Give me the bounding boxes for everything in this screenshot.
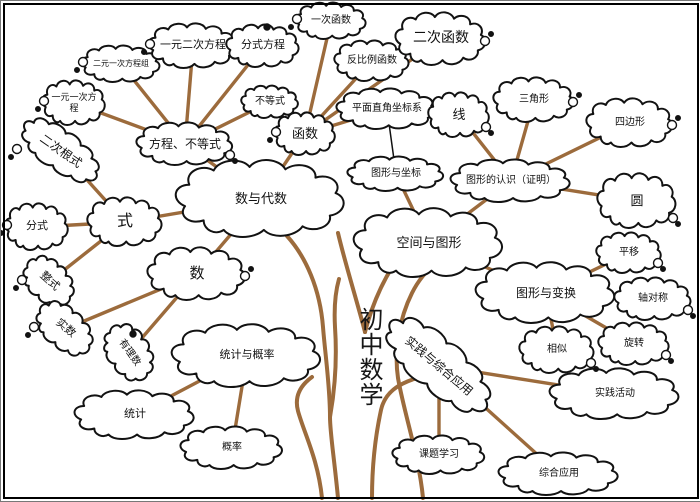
node-probability[interactable]: 概率 <box>179 425 284 470</box>
node-fn-linear[interactable]: 一次函数 <box>294 1 367 40</box>
node-space-figures[interactable]: 空间与图形 <box>352 206 505 279</box>
node-label: 旋转 <box>624 338 644 349</box>
node-label: 概率 <box>222 442 242 453</box>
node-label: 统计与概率 <box>219 349 275 362</box>
node-project-learning[interactable]: 课题学习 <box>391 434 486 475</box>
node-functions[interactable]: 函数 <box>273 111 336 156</box>
node-label: 轴对称 <box>638 293 668 304</box>
node-label: 函数 <box>291 126 318 142</box>
node-label: 方程、不等式 <box>148 136 221 151</box>
node-eq-fractional[interactable]: 分式方程 <box>225 23 300 68</box>
node-label: 综合应用 <box>539 468 579 479</box>
node-axial-symmetry[interactable]: 轴对称 <box>613 276 692 321</box>
node-label: 相似 <box>547 344 567 355</box>
node-number[interactable]: 数 <box>146 246 247 301</box>
node-equations-inequalities[interactable]: 方程、不等式 <box>135 121 234 166</box>
node-eq-quadratic[interactable]: 一元二次方程 <box>147 22 238 69</box>
node-expression[interactable]: 式 <box>86 196 163 247</box>
node-label: 平移 <box>619 247 639 258</box>
node-number-algebra[interactable]: 数与代数 <box>174 158 347 239</box>
node-label: 二次函数 <box>413 30 469 46</box>
node-triangle[interactable]: 三角形 <box>492 76 575 123</box>
node-label: 圆 <box>630 193 644 209</box>
node-stats-probability[interactable]: 统计与概率 <box>170 322 323 389</box>
node-circle[interactable]: 圆 <box>596 172 677 229</box>
node-figure-transform[interactable]: 图形与变换 <box>474 261 617 325</box>
node-label: 图形与变换 <box>515 285 576 300</box>
node-practice-activity[interactable]: 实践活动 <box>548 367 681 421</box>
node-label: 平面直角坐标系 <box>352 103 422 114</box>
node-label: 数 <box>189 266 205 282</box>
node-line[interactable]: 线 <box>427 91 490 138</box>
node-rational-number[interactable]: 有理数 <box>93 314 165 391</box>
node-label: 实践活动 <box>595 388 635 399</box>
node-label: 分式方程 <box>241 39 285 52</box>
node-label: 三角形 <box>519 94 549 105</box>
node-label: 式 <box>116 213 133 231</box>
node-label: 统计 <box>124 408 146 421</box>
node-label: 一次函数 <box>311 15 351 26</box>
node-label: 图形的认识（证明） <box>466 175 556 186</box>
node-translation[interactable]: 平移 <box>595 231 662 274</box>
node-fraction-expression[interactable]: 分式 <box>4 202 69 251</box>
node-label: 不等式 <box>255 96 285 107</box>
node-real-number[interactable]: 实数 <box>26 291 104 366</box>
node-inequality[interactable]: 不等式 <box>240 85 299 119</box>
node-label: 一元一次方程 <box>51 92 97 113</box>
node-label: 一元二次方程 <box>160 39 226 52</box>
node-figures-coordinates[interactable]: 图形与坐标 <box>346 155 445 192</box>
node-fn-inverse[interactable]: 反比例函数 <box>333 39 410 82</box>
node-label: 分式 <box>26 220 48 233</box>
node-statistics[interactable]: 统计 <box>73 389 196 441</box>
node-label: 反比例函数 <box>347 55 397 66</box>
node-label: 空间与图形 <box>396 235 462 251</box>
node-figure-recognition[interactable]: 图形的认识（证明） <box>449 158 572 204</box>
node-rotation[interactable]: 旋转 <box>597 321 670 366</box>
node-coordinate-plane[interactable]: 平面直角坐标系 <box>335 87 438 130</box>
node-similarity[interactable]: 相似 <box>518 325 595 374</box>
root-node-title[interactable]: 初中数学 <box>355 307 381 407</box>
node-eq-linear-system[interactable]: 二元一次方程组 <box>80 44 161 83</box>
node-eq-linear-one[interactable]: 一元一次方程 <box>41 79 106 126</box>
node-quadrilateral[interactable]: 四边形 <box>585 97 674 148</box>
node-label: 四边形 <box>615 117 645 128</box>
node-label: 数与代数 <box>234 191 287 207</box>
node-label: 课题学习 <box>419 449 459 460</box>
node-comprehensive-application[interactable]: 综合应用 <box>497 451 620 497</box>
node-label: 图形与坐标 <box>371 168 421 179</box>
node-label: 二元一次方程组 <box>93 59 149 69</box>
node-fn-quadratic[interactable]: 二次函数 <box>394 11 487 66</box>
node-label: 线 <box>452 107 466 123</box>
